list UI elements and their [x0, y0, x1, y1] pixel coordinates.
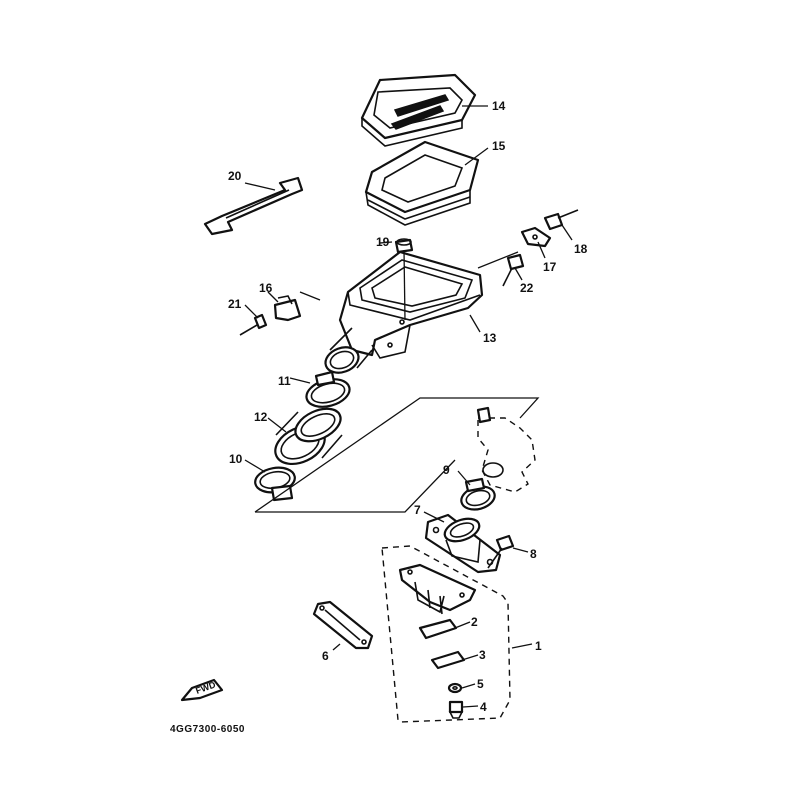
leader-lines: [244, 105, 573, 708]
part-3-stopper[interactable]: [430, 650, 466, 670]
callout-18: 18: [574, 242, 588, 256]
callout-7: 7: [414, 503, 421, 517]
part-15-filter-element[interactable]: [364, 140, 480, 226]
part-10-clamp[interactable]: [253, 465, 297, 502]
callout-9: 9: [443, 463, 450, 477]
callout-6: 6: [322, 649, 329, 663]
part-17-bracket[interactable]: [520, 226, 552, 248]
part-11-clamp[interactable]: [303, 370, 352, 411]
part-22-bolt[interactable]: [502, 253, 525, 287]
part-4-screw[interactable]: [448, 700, 464, 719]
callout-11: 11: [278, 374, 291, 388]
callout-5: 5: [477, 677, 484, 691]
part-13-air-box[interactable]: [338, 250, 484, 359]
callout-21: 21: [228, 297, 242, 311]
part-18-screw[interactable]: [543, 209, 579, 231]
callout-labels: 1 2 3 4 5 6 7 8 9 10 11 12 13 14 15 16 1…: [228, 99, 588, 714]
fwd-arrow-icon: FWD: [180, 678, 224, 702]
part-5-washer[interactable]: [447, 682, 463, 694]
reed-valve-body: [398, 563, 477, 615]
callout-2: 2: [471, 615, 478, 629]
callout-20: 20: [228, 169, 242, 183]
part-21-screw[interactable]: [239, 313, 268, 336]
callout-10: 10: [229, 452, 243, 466]
callout-22: 22: [520, 281, 534, 295]
callout-3: 3: [479, 648, 486, 662]
part-16-bracket[interactable]: [273, 295, 302, 322]
part-12-joint-boot[interactable]: [269, 402, 345, 471]
part-20-strap[interactable]: [203, 176, 304, 236]
drawing-code: 4GG7300-6050: [170, 724, 245, 735]
part-2-reed[interactable]: [418, 618, 458, 640]
part-8-bolt[interactable]: [487, 534, 515, 569]
carburetor-reference: [476, 406, 536, 493]
part-7-intake-manifold[interactable]: [424, 513, 502, 574]
callout-16: 16: [259, 281, 273, 295]
part-9-clamp[interactable]: [459, 477, 498, 513]
callout-19: 19: [376, 235, 390, 249]
callout-15: 15: [492, 139, 506, 153]
reed-valve-assembly-outline: [381, 545, 511, 723]
callout-1: 1: [535, 639, 542, 653]
callout-17: 17: [543, 260, 557, 274]
callout-13: 13: [483, 331, 497, 345]
callout-12: 12: [254, 410, 268, 424]
air-box-outlet-tube: [324, 327, 373, 374]
part-6-gasket[interactable]: [312, 600, 374, 650]
part-19-grommet[interactable]: [394, 238, 414, 254]
callout-8: 8: [530, 547, 537, 561]
callout-4: 4: [480, 700, 487, 714]
part-14-filter-cap[interactable]: [360, 73, 477, 147]
callout-14: 14: [492, 99, 506, 113]
